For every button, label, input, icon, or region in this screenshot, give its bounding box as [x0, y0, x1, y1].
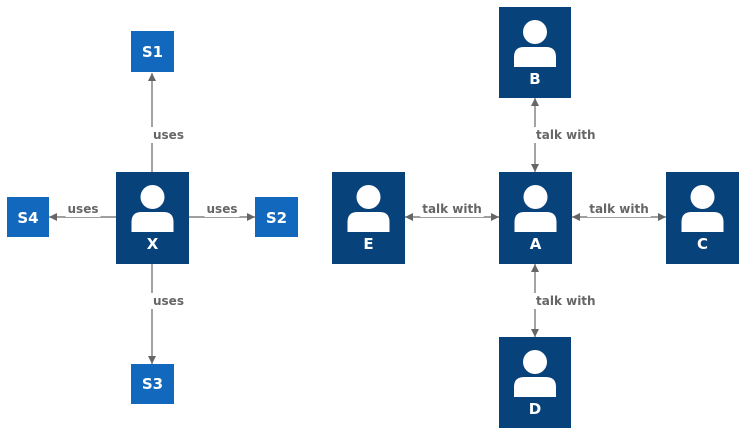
edge-label-background: [204, 201, 240, 217]
edge-label-background: [65, 201, 101, 217]
edge-label-background: [420, 201, 484, 217]
edge-label-background: [151, 293, 186, 309]
edge-label: talk with: [536, 128, 596, 142]
person-node-d[interactable]: D: [499, 337, 571, 428]
edge-label: uses: [153, 294, 184, 308]
node-label: A: [530, 235, 542, 253]
edge-label-background: [151, 127, 186, 143]
edge-label-background: [534, 293, 598, 309]
edge-label: uses: [153, 128, 184, 142]
person-icon: [514, 185, 557, 232]
person-node-a[interactable]: A: [499, 172, 572, 264]
node-label: B: [529, 70, 540, 88]
node-label: S2: [266, 209, 287, 227]
node-label: S4: [17, 209, 38, 227]
edge-a-d: talk with: [531, 264, 598, 337]
person-node-b[interactable]: B: [499, 7, 571, 98]
node-label: E: [363, 235, 373, 253]
node-label: S3: [142, 375, 163, 393]
person-icon: [514, 20, 556, 67]
person-icon: [347, 185, 390, 232]
node-label: X: [147, 235, 159, 253]
edge-a-e: talk with: [405, 201, 499, 221]
node-label: D: [529, 400, 541, 418]
person-icon: [514, 350, 556, 397]
edge-a-b: talk with: [531, 98, 598, 172]
system-node-s2[interactable]: S2: [255, 197, 298, 237]
person-node-e[interactable]: E: [332, 172, 405, 264]
system-node-s1[interactable]: S1: [131, 31, 174, 72]
system-node-s4[interactable]: S4: [7, 197, 49, 237]
person-icon: [131, 185, 174, 232]
person-icon: [681, 185, 724, 232]
edge-label-background: [534, 127, 598, 143]
edge-label-background: [587, 201, 651, 217]
edge-a-c: talk with: [572, 201, 666, 221]
edge-label: talk with: [589, 202, 649, 216]
edge-label: uses: [207, 202, 238, 216]
person-node-c[interactable]: C: [666, 172, 739, 264]
node-label: S1: [142, 43, 163, 61]
edge-x-s2: uses: [189, 201, 255, 221]
edge-x-s4: uses: [49, 201, 116, 221]
node-label: C: [697, 235, 708, 253]
edge-label: uses: [68, 202, 99, 216]
edge-label: talk with: [422, 202, 482, 216]
edge-x-s3: uses: [148, 264, 186, 364]
edge-x-s1: uses: [148, 73, 186, 172]
person-node-x[interactable]: X: [116, 172, 189, 264]
system-node-s3[interactable]: S3: [131, 364, 174, 404]
edge-label: talk with: [536, 294, 596, 308]
